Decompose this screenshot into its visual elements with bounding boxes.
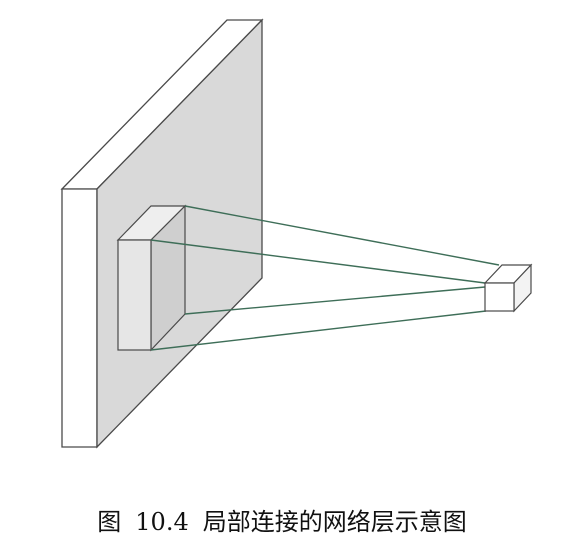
output-neuron-cube [483,263,533,313]
receptive-field-box [116,204,187,352]
connection-lines [150,205,500,351]
caption-number: 10.4 [135,508,189,536]
caption-title: 局部连接的网络层示意图 [202,508,467,536]
figure-caption: 图 10.4 局部连接的网络层示意图 [0,502,564,537]
input-layer-front-face [61,188,98,448]
connection-line-bottom-back [184,286,486,315]
output-neuron-front-face [484,282,515,312]
connection-line-bottom-front [150,310,487,351]
local-connectivity-diagram [60,18,533,449]
caption-label: 图 [97,508,122,536]
receptive-field-front-face [117,239,152,351]
connection-line-top-back [184,205,500,266]
connection-line-top-front [150,239,486,284]
